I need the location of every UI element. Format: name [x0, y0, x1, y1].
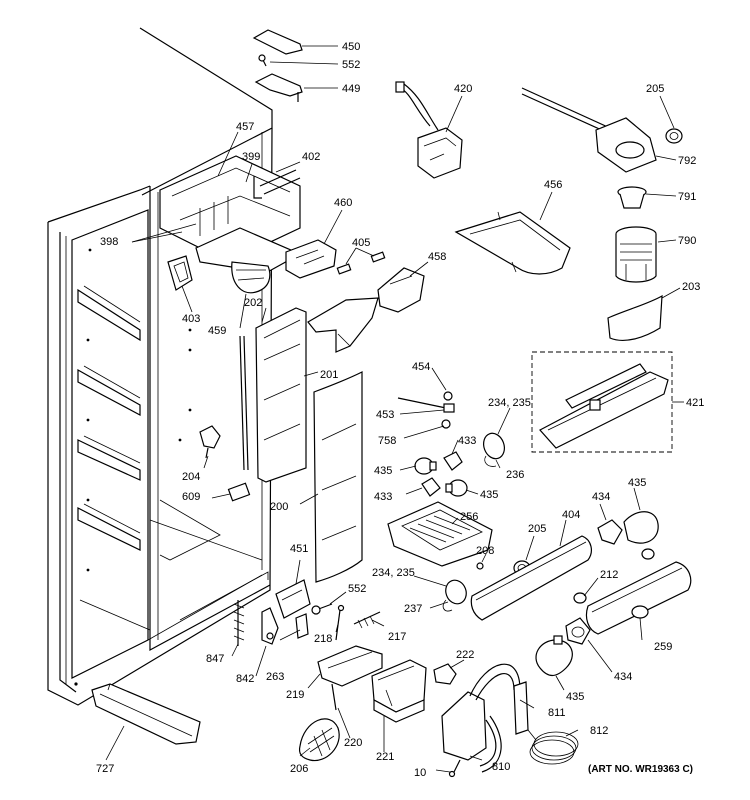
label-433-top: 433	[458, 435, 476, 447]
label-435-right: 435	[628, 477, 646, 489]
art-number: (ART NO. WR19363 C)	[588, 764, 693, 775]
label-259: 259	[654, 641, 672, 653]
label-399: 399	[242, 151, 260, 163]
lamp-right-assembly	[535, 511, 692, 677]
label-454: 454	[412, 361, 430, 373]
label-459: 459	[208, 325, 226, 337]
spring-847-842	[233, 600, 279, 646]
label-791: 791	[678, 191, 696, 203]
water-filter-assembly	[521, 87, 683, 341]
label-453: 453	[376, 409, 394, 421]
label-202: 202	[244, 297, 262, 309]
label-205-mid: 205	[528, 523, 546, 535]
label-236: 236	[506, 469, 524, 481]
part-420-module	[395, 81, 463, 179]
label-457: 457	[236, 121, 254, 133]
air-duct-covers	[239, 307, 363, 583]
label-10: 10	[414, 767, 426, 779]
label-219: 219	[286, 689, 304, 701]
label-460: 460	[334, 197, 352, 209]
label-405: 405	[352, 237, 370, 249]
part-222	[433, 663, 457, 685]
parts-205-404-208	[470, 535, 592, 621]
label-552-lower: 552	[348, 583, 366, 595]
dispenser-parts	[317, 645, 427, 723]
bottom-hinge-assembly	[275, 579, 381, 641]
lamp-assembly	[397, 391, 505, 497]
label-434-lower: 434	[614, 671, 632, 683]
label-203: 203	[682, 281, 700, 293]
water-tubing-assembly	[441, 663, 579, 778]
label-205-top: 205	[646, 83, 664, 95]
label-810: 810	[492, 761, 510, 773]
label-237: 237	[404, 603, 422, 615]
label-221: 221	[376, 751, 394, 763]
label-201: 201	[320, 369, 338, 381]
label-234-235-top: 234, 235	[488, 397, 531, 409]
label-206: 206	[290, 763, 308, 775]
label-403: 403	[182, 313, 200, 325]
label-434-top: 434	[592, 491, 610, 503]
label-727: 727	[96, 763, 114, 775]
air-handler-assembly	[159, 155, 386, 294]
part-206-grille	[298, 718, 340, 762]
label-420: 420	[454, 83, 472, 95]
label-263: 263	[266, 671, 284, 683]
label-811: 811	[548, 707, 566, 719]
label-256: 256	[460, 511, 478, 523]
label-217: 217	[388, 631, 406, 643]
part-458-housing	[307, 267, 425, 353]
part-421-light	[539, 363, 669, 449]
fresh-food-liner	[47, 27, 273, 706]
label-552-top: 552	[342, 59, 360, 71]
label-842: 842	[236, 673, 254, 685]
label-792: 792	[678, 155, 696, 167]
label-404: 404	[562, 509, 580, 521]
label-812: 812	[590, 725, 608, 737]
label-222: 222	[456, 649, 474, 661]
label-421: 421	[686, 397, 704, 409]
label-200: 200	[270, 501, 288, 513]
part-727-trim	[91, 683, 201, 745]
label-234-235-lower: 234, 235	[372, 567, 415, 579]
label-435-left: 435	[374, 465, 392, 477]
label-208: 208	[476, 545, 494, 557]
label-398: 398	[100, 236, 118, 248]
label-204: 204	[182, 471, 200, 483]
label-450: 450	[342, 41, 360, 53]
label-402: 402	[302, 151, 320, 163]
label-449: 449	[342, 83, 360, 95]
parts-204-609	[199, 425, 251, 502]
callout-labels: 450 552 449 420 205 792 791 790 203 457 …	[96, 41, 704, 779]
label-218: 218	[314, 633, 332, 645]
label-458: 458	[428, 251, 446, 263]
label-435-lower: 435	[566, 691, 584, 703]
label-435-mid: 435	[480, 489, 498, 501]
label-433-lower: 433	[374, 491, 392, 503]
part-256-tray	[387, 501, 493, 567]
label-847: 847	[206, 653, 224, 665]
label-609: 609	[182, 491, 200, 503]
part-237-lens	[442, 579, 467, 612]
top-hinge-assembly	[252, 29, 303, 102]
label-790: 790	[678, 235, 696, 247]
part-456-rail	[454, 211, 571, 275]
label-758: 758	[378, 435, 396, 447]
label-456: 456	[544, 179, 562, 191]
label-451: 451	[290, 543, 308, 555]
label-212: 212	[600, 569, 618, 581]
label-220: 220	[344, 737, 362, 749]
